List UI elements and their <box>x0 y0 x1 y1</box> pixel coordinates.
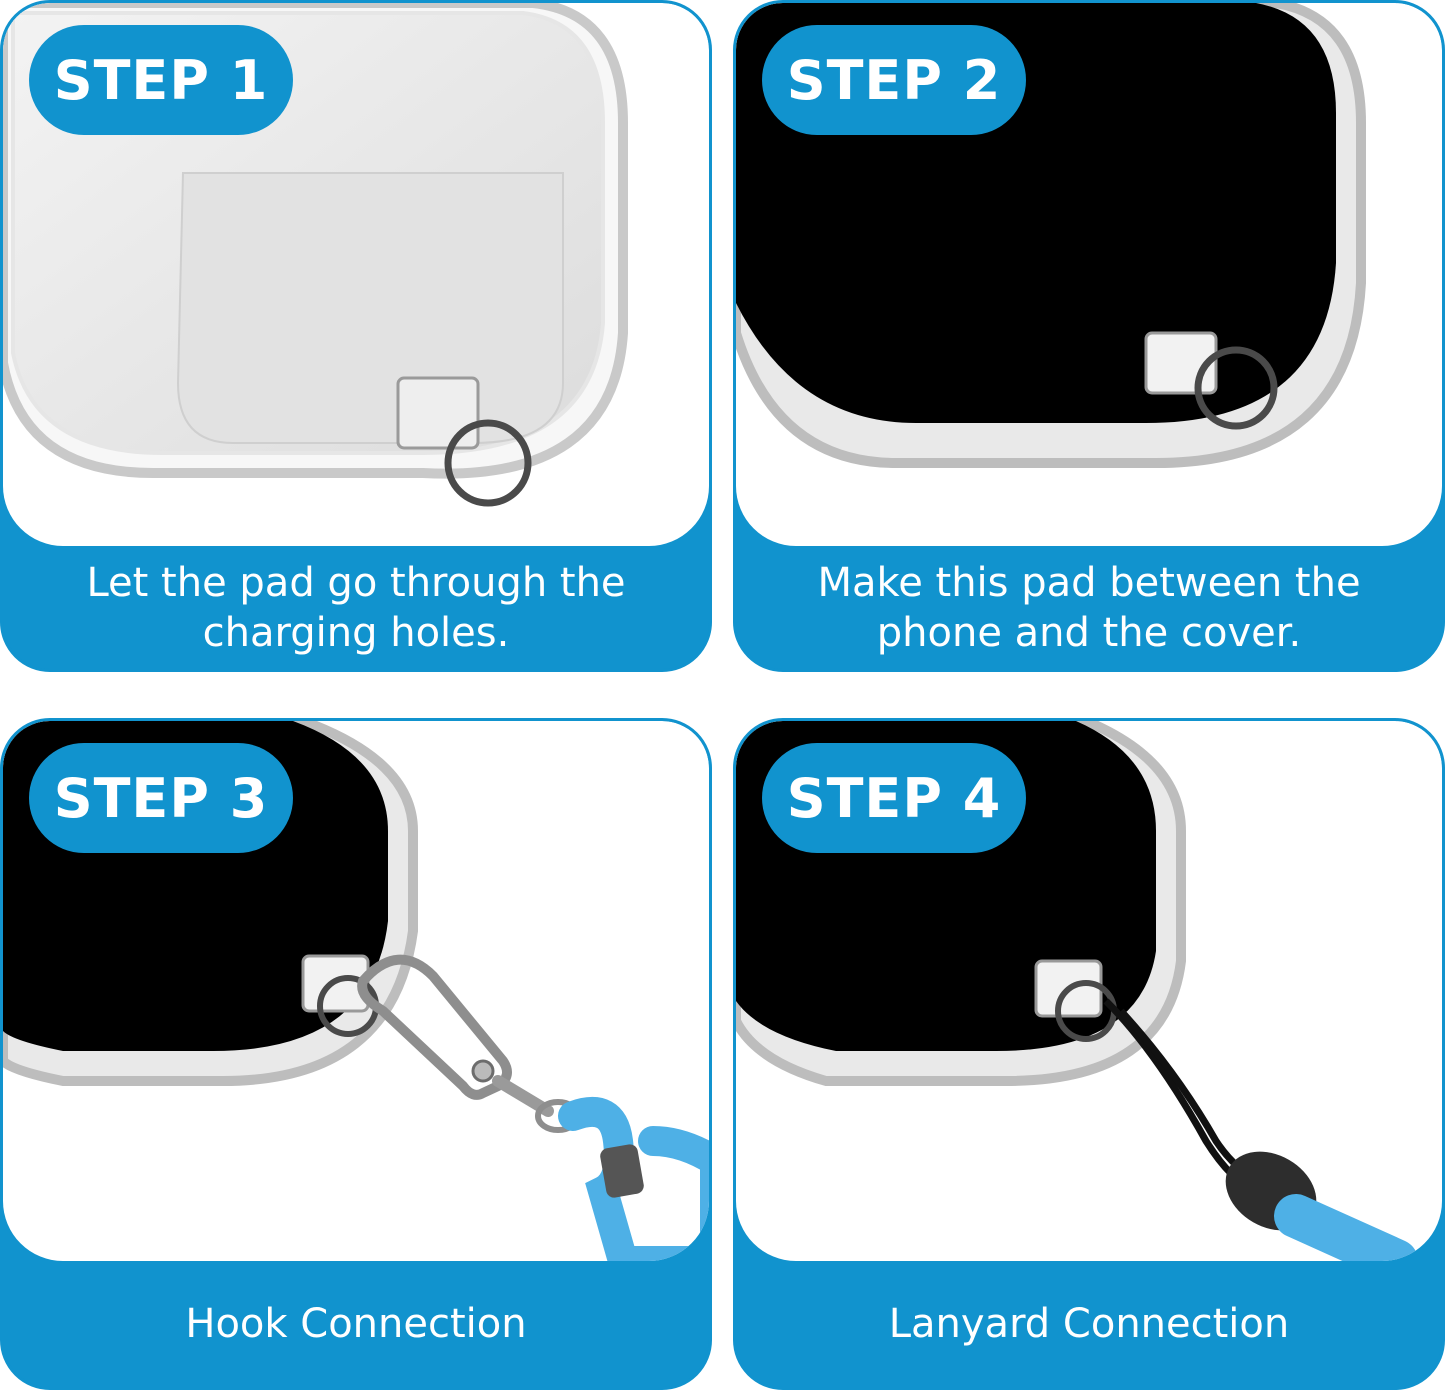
step-1-card: STEP 1 Let the pad go through the chargi… <box>0 0 712 672</box>
step-4-badge: STEP 4 <box>762 743 1026 853</box>
step-1-badge: STEP 1 <box>29 25 293 135</box>
metal-crimp <box>600 1144 644 1198</box>
step-1-caption: Let the pad go through the charging hole… <box>3 546 709 669</box>
step-2-caption-line-1: Make this pad between the <box>817 559 1361 606</box>
step-3-caption-line-1: Hook Connection <box>185 1301 527 1347</box>
d-ring-icon <box>1194 346 1278 430</box>
step-3-card: STEP 3 Hook Connection <box>0 718 712 1390</box>
step-2-caption-line-2: phone and the cover. <box>876 609 1302 656</box>
step-2-caption: Make this pad between the phone and the … <box>736 546 1442 669</box>
step-3-badge: STEP 3 <box>29 743 293 853</box>
lanyard-strap <box>1274 1194 1418 1261</box>
step-4-card: STEP 4 Lanyard Connection <box>733 718 1445 1390</box>
pad-tab <box>396 376 480 450</box>
step-3-caption: Hook Connection <box>3 1261 709 1387</box>
step-2-card: STEP 2 Make this pad between the phone a… <box>733 0 1445 672</box>
d-ring-icon <box>444 419 532 507</box>
step-4-caption: Lanyard Connection <box>736 1261 1442 1387</box>
step-1-caption-line-2: charging holes. <box>202 609 510 656</box>
pad-shape <box>176 172 564 444</box>
step-2-badge: STEP 2 <box>762 25 1026 135</box>
step-1-caption-line-1: Let the pad go through the <box>86 559 626 606</box>
step-4-caption-line-1: Lanyard Connection <box>888 1301 1290 1347</box>
